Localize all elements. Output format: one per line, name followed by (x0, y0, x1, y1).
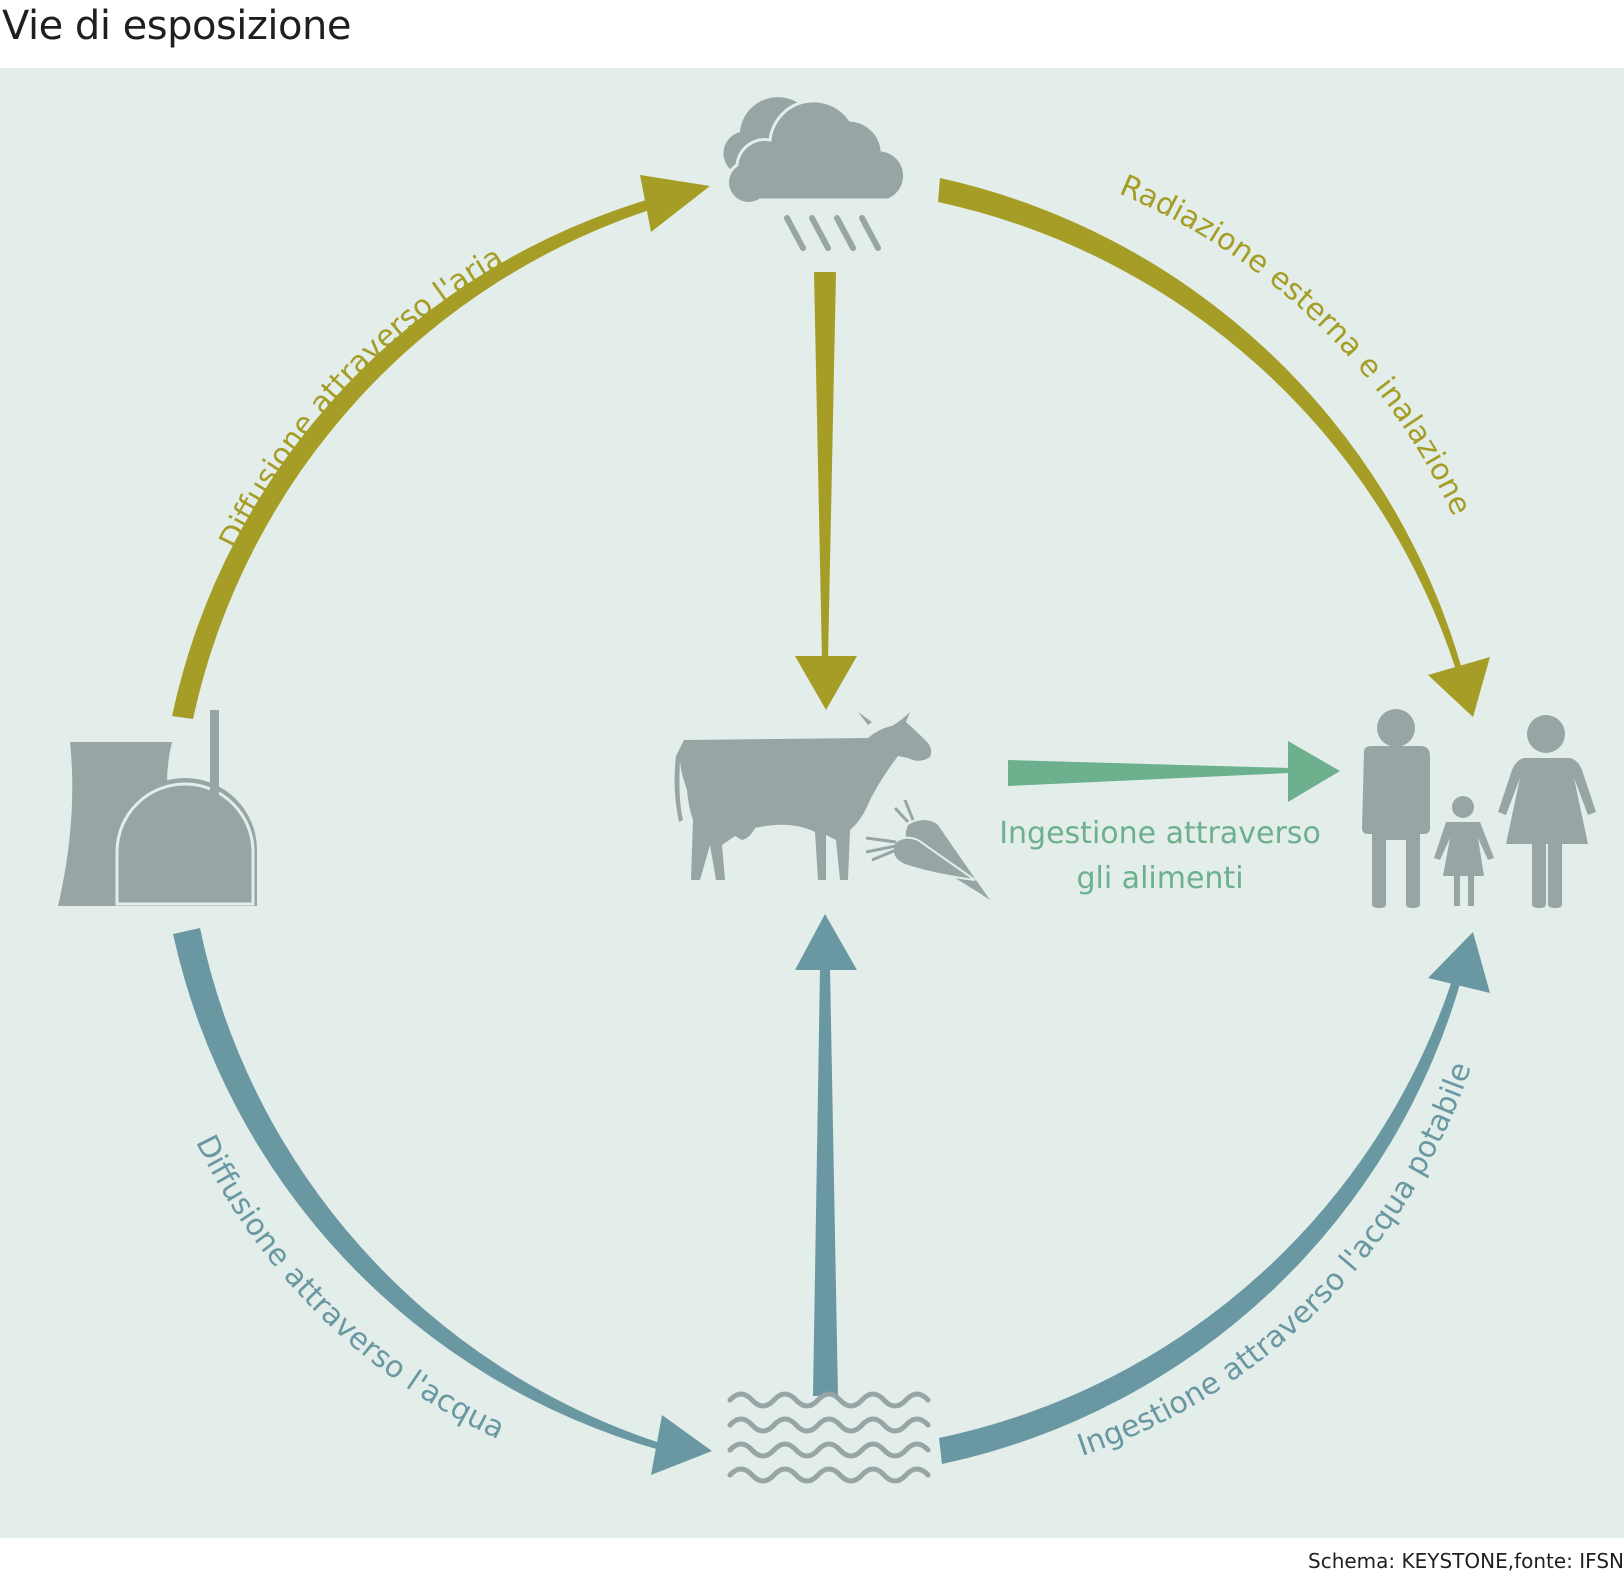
family-icon (1362, 709, 1596, 908)
water-to-cow-arrow (795, 914, 857, 1396)
food-label-line2: gli alimenti (1076, 861, 1243, 896)
cow-icon (674, 712, 932, 880)
water-waves-icon (727, 1391, 931, 1484)
air-diffusion-label: Diffusione attraverso l'aria (213, 240, 509, 555)
source-credit: Schema: KEYSTONE,fonte: IFSN (1308, 1549, 1624, 1573)
water-diffusion-label: Diffusione attraverso l'acqua (188, 1130, 509, 1447)
food-arrow (1008, 741, 1340, 802)
water-diffusion-arrow (173, 928, 712, 1475)
food-label-line1: Ingestione attraverso (999, 816, 1321, 851)
drinking-water-arrow (939, 932, 1490, 1464)
radiation-arrow (938, 178, 1490, 717)
rain-to-cow-arrow (795, 272, 857, 710)
vegetables-icon (865, 799, 990, 900)
rain-cloud-icon (723, 97, 907, 251)
external-radiation-label: Radiazione esterna e inalazione (1115, 168, 1478, 520)
page-title: Vie di esposizione (2, 3, 351, 49)
air-diffusion-arrow (172, 175, 710, 719)
power-plant-icon (58, 710, 257, 906)
